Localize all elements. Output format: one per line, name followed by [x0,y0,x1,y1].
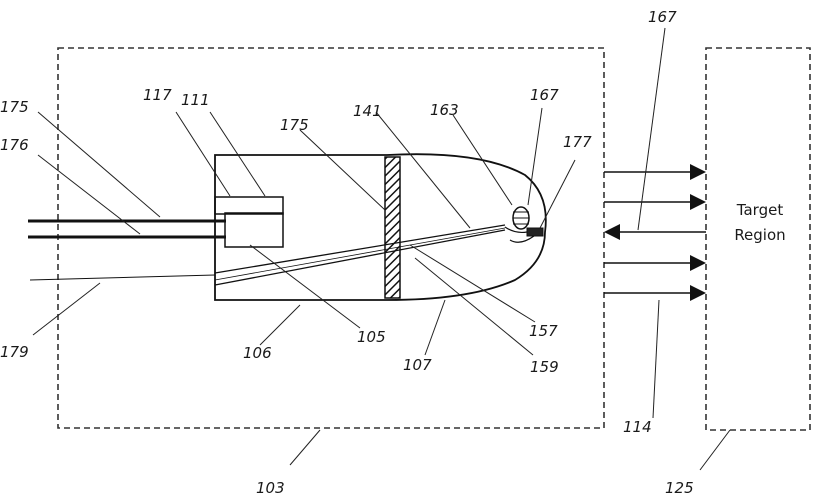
hatched-barrier-141 [385,157,400,298]
target-region-line-2: Region [734,226,785,244]
fiber-157-upper [215,225,505,273]
label-141: 141 [353,102,382,120]
label-106: 106 [243,344,272,362]
label-111: 111 [181,91,210,109]
label-175-left: 175 [0,98,29,116]
label-105: 105 [357,328,386,346]
label-167-arrow: 167 [648,8,677,26]
label-167-top: 167 [530,86,559,104]
label-176: 176 [0,136,29,154]
leader-lines [33,28,730,470]
label-103: 103 [256,479,285,497]
label-117: 117 [143,86,172,104]
fiber-core [215,228,505,280]
label-114: 114 [623,418,652,436]
component-105 [225,213,283,247]
target-region-line-1: Target [736,201,784,219]
label-163: 163 [430,101,459,119]
label-177: 177 [563,133,592,151]
label-107: 107 [403,356,432,374]
label-125: 125 [665,479,694,497]
label-179: 179 [0,343,29,361]
label-157: 157 [529,322,558,340]
tip-base [510,236,534,242]
component-117 [215,197,283,214]
label-175-center: 175 [280,116,309,134]
label-159: 159 [530,358,559,376]
tip-emitter-177 [527,228,543,236]
emission-arrows [604,164,706,301]
